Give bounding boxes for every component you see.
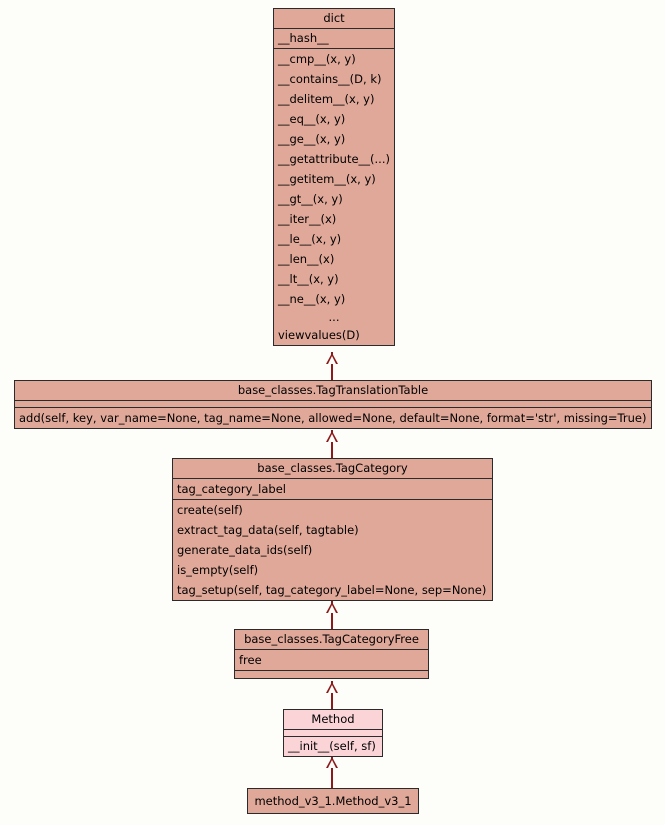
class-title-method-v3-1: method_v3_1.Method_v3_1 [254,794,412,808]
class-attributes-compartment [284,730,382,737]
method-row: __cmp__(x, y) [278,52,356,66]
method-row: viewvalues(D) [278,328,360,342]
edge-tagcategory-to-tagtranslationtable [331,430,333,458]
method-row: is_empty(self) [177,563,259,577]
method-row: generate_data_ids(self) [177,543,313,557]
class-title-tagcategoryfree: base_classes.TagCategoryFree [244,632,419,646]
class-box-tagtranslationtable[interactable]: base_classes.TagTranslationTable add(sel… [14,380,652,429]
class-box-method-v3-1[interactable]: method_v3_1.Method_v3_1 [247,788,419,814]
method-row: __getitem__(x, y) [278,172,376,186]
method-row-ellipsis: ... [328,310,340,324]
class-attributes-compartment: tag_category_label [173,479,492,500]
attribute-row: __hash__ [278,31,329,45]
class-name-compartment: base_classes.TagCategory [173,459,492,479]
method-row: __gt__(x, y) [278,192,343,206]
edge-methodv31-to-method [331,756,333,788]
method-row: __len__(x) [278,252,335,266]
class-title-dict: dict [323,11,345,25]
class-name-compartment: base_classes.TagCategoryFree [235,630,428,650]
method-row: create(self) [177,503,243,517]
attribute-row: tag_category_label [177,482,286,496]
method-row: __getattribute__(...) [278,152,390,166]
method-row: __iter__(x) [278,212,337,226]
class-title-tagtranslationtable: base_classes.TagTranslationTable [237,383,429,397]
method-row: add(self, key, var_name=None, tag_name=N… [19,411,647,425]
method-row: extract_tag_data(self, tagtable) [177,523,359,537]
method-row: __lt__(x, y) [278,272,339,286]
method-row: __ge__(x, y) [278,132,346,146]
method-row: __init__(self, sf) [288,739,376,753]
method-row: __contains__(D, k) [278,72,382,86]
method-row: tag_setup(self, tag_category_label=None,… [177,583,487,597]
class-title-tagcategory: base_classes.TagCategory [257,461,408,475]
class-attributes-compartment [15,401,651,408]
class-box-dict[interactable]: dict __hash__ __cmp__(x, y) __contains__… [273,8,395,346]
class-name-compartment: Method [284,710,382,730]
edge-method-to-tagcategoryfree [331,681,333,709]
class-attributes-compartment: free [235,650,428,671]
class-name-compartment: dict [274,9,394,29]
class-methods-compartment: __cmp__(x, y) __contains__(D, k) __delit… [274,49,394,345]
class-methods-compartment: create(self) extract_tag_data(self, tagt… [173,500,492,600]
class-methods-compartment: __init__(self, sf) [284,737,382,756]
method-row: __le__(x, y) [278,232,342,246]
class-name-compartment: base_classes.TagTranslationTable [15,381,651,401]
edge-tagtranslationtable-to-dict [331,352,333,380]
class-name-compartment: method_v3_1.Method_v3_1 [248,789,418,813]
class-box-tagcategory[interactable]: base_classes.TagCategory tag_category_la… [172,458,493,601]
class-title-method: Method [311,712,355,726]
class-methods-compartment: add(self, key, var_name=None, tag_name=N… [15,408,651,428]
class-box-method[interactable]: Method __init__(self, sf) [283,709,383,757]
method-row: __eq__(x, y) [278,112,346,126]
class-box-tagcategoryfree[interactable]: base_classes.TagCategoryFree free [234,629,429,679]
class-methods-compartment [235,671,428,678]
method-row: __ne__(x, y) [278,292,346,306]
attribute-row: free [239,653,262,667]
class-attributes-compartment: __hash__ [274,29,394,49]
edge-tagcategoryfree-to-tagcategory [331,601,333,629]
method-row: __delitem__(x, y) [278,92,375,106]
